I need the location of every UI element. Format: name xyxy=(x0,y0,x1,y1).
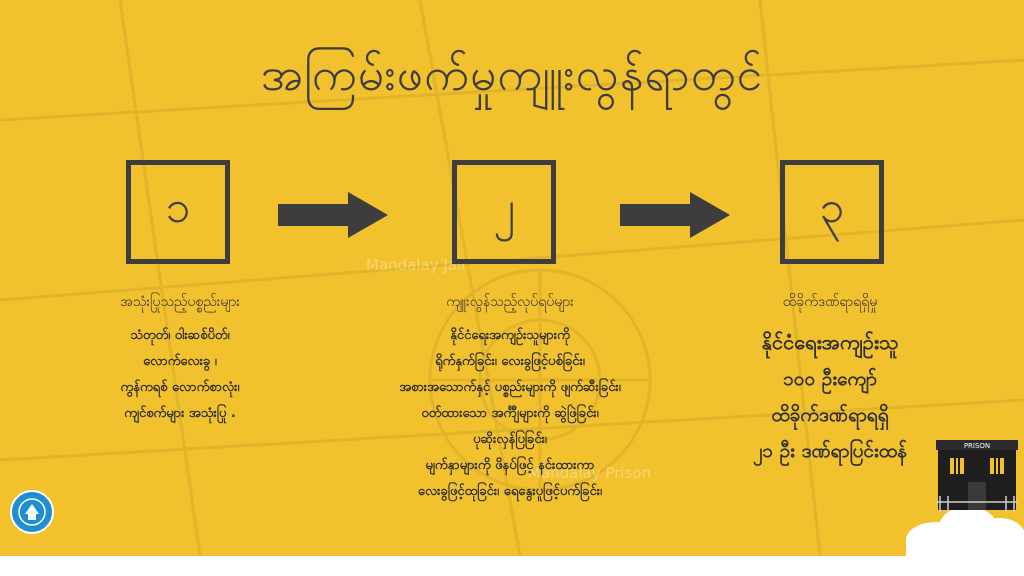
infographic-canvas: Mandalay Jail Mandalay Prison အကြမ်းဖက်မ… xyxy=(0,0,1024,556)
tools-line: ကျင်စက်များ အသုံးပြု . xyxy=(124,406,236,421)
injuries-heading: ထိခိုက်ဒဏ်ရာရရှိမှု xyxy=(782,294,878,310)
serious-injuries-count: ၂၁ ဦး ဒဏ်ရာပြင်းထန် xyxy=(753,440,907,462)
tools-line: ကွန်ကရစ် လောက်စာလုံး၊ xyxy=(120,380,240,395)
acts-line: ရိုက်နှက်ခြင်း၊ လေးခွဖြင့်ပစ်ခြင်း၊ xyxy=(435,354,585,369)
arrow-right-icon xyxy=(278,192,388,238)
step-box-3: ၃ xyxy=(780,160,884,264)
arrow-right-icon xyxy=(620,192,730,238)
acts-heading: ကျူးလွန်သည့်လုပ်ရပ်များ xyxy=(446,294,574,310)
watermark-top: Mandalay Jail xyxy=(366,256,466,274)
acts-line: မျက်နှာများကို ဖိနပ်ဖြင့် နင်းထားကာ xyxy=(425,458,595,473)
acts-line: လေးခွဖြင့်ထုခြင်း၊ ရေနွေးပူဖြင့်ပက်ခြင်း… xyxy=(417,484,603,499)
bottom-strip xyxy=(0,556,1024,576)
step-number-3: ၃ xyxy=(819,182,845,233)
step-box-2: ၂ xyxy=(452,160,556,264)
injuries-label: ထိခိုက်ဒဏ်ရာရရှိ xyxy=(771,404,889,426)
acts-line: ဝတ်ထားသော အင်္ကျီများကို ဆွဲဖြဲခြင်း၊ xyxy=(421,406,599,421)
injuries-count: ၁၀၀ ဦးကျော် xyxy=(783,368,877,390)
prison-building-icon: PRISON xyxy=(936,440,1018,512)
watermark-bottom: Mandalay Prison xyxy=(528,464,651,482)
acts-committed-column: ကျူးလွန်သည့်လုပ်ရပ်များ နိုင်ငံရေးအကျဉ်း… xyxy=(330,292,690,505)
tools-heading: အသုံးပြုသည့်ပစ္စည်းများ xyxy=(120,294,240,310)
step-box-1: ၁ xyxy=(126,160,230,264)
injuries-subject: နိုင်ငံရေးအကျဉ်းသူ xyxy=(761,330,899,354)
acts-line: ပုဆိုးလှန်ပြခြင်း၊ xyxy=(473,432,547,447)
page-title: အကြမ်းဖက်မှုကျူးလွန်ရာတွင် xyxy=(260,47,764,101)
prison-sign: PRISON xyxy=(964,442,990,450)
step-number-2: ၂ xyxy=(493,182,515,233)
acts-line: နိုင်ငံရေးအကျဉ်းသူများကို xyxy=(450,328,570,343)
map-background xyxy=(0,0,1024,556)
cloud-icon xyxy=(906,506,1024,556)
tools-used-column: အသုံးပြုသည့်ပစ္စည်းများ သံတုတ်၊ ဝါးဆစ်ပိ… xyxy=(80,292,280,427)
step-number-1: ၁ xyxy=(165,182,191,233)
acts-line: အစားအသောက်နှင့် ပစ္စည်းများကို ဖျက်ဆီးခြ… xyxy=(399,380,621,395)
tools-line: လောက်လေးခွ ၊ xyxy=(143,354,217,369)
injuries-column: ထိခိုက်ဒဏ်ရာရရှိမှု နိုင်ငံရေးအကျဉ်းသူ ၁… xyxy=(730,292,930,469)
organization-logo-icon xyxy=(10,490,54,534)
tools-line: သံတုတ်၊ ဝါးဆစ်ပိတ်၊ xyxy=(130,328,230,343)
